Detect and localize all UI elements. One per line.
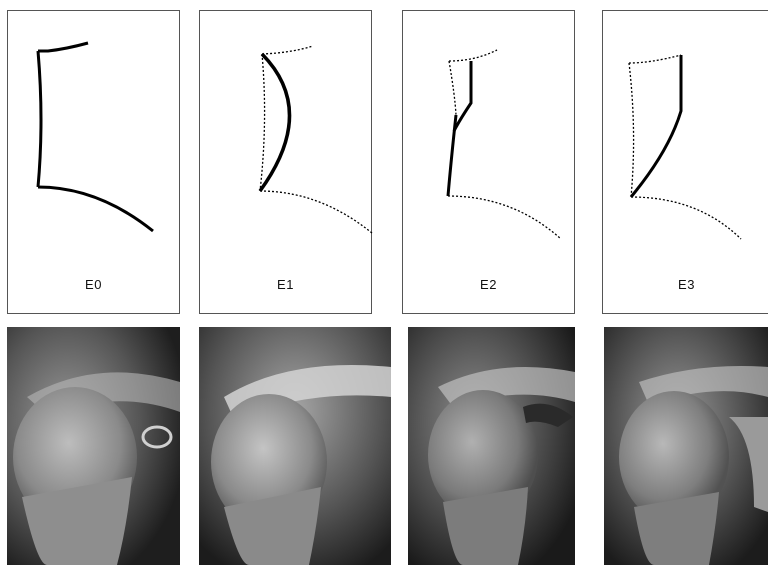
diagram-panel-e0: E0 [7, 10, 180, 314]
glenoid-outline-e0 [8, 11, 181, 315]
glenoid-outline-e2 [403, 11, 576, 315]
stage-label-e0: E0 [8, 277, 179, 292]
radiograph-e3 [604, 327, 768, 565]
radiograph-e1 [199, 327, 391, 565]
stage-label-e2: E2 [403, 277, 574, 292]
glenoid-outline-e1 [200, 11, 373, 315]
diagram-panel-e1: E1 [199, 10, 372, 314]
radiograph-e0 [7, 327, 180, 565]
glenoid-outline-e3 [603, 11, 768, 315]
stage-label-e1: E1 [200, 277, 371, 292]
diagram-panel-e2: E2 [402, 10, 575, 314]
diagram-panel-e3: E3 [602, 10, 768, 314]
radiograph-e2 [408, 327, 575, 565]
stage-label-e3: E3 [603, 277, 768, 292]
